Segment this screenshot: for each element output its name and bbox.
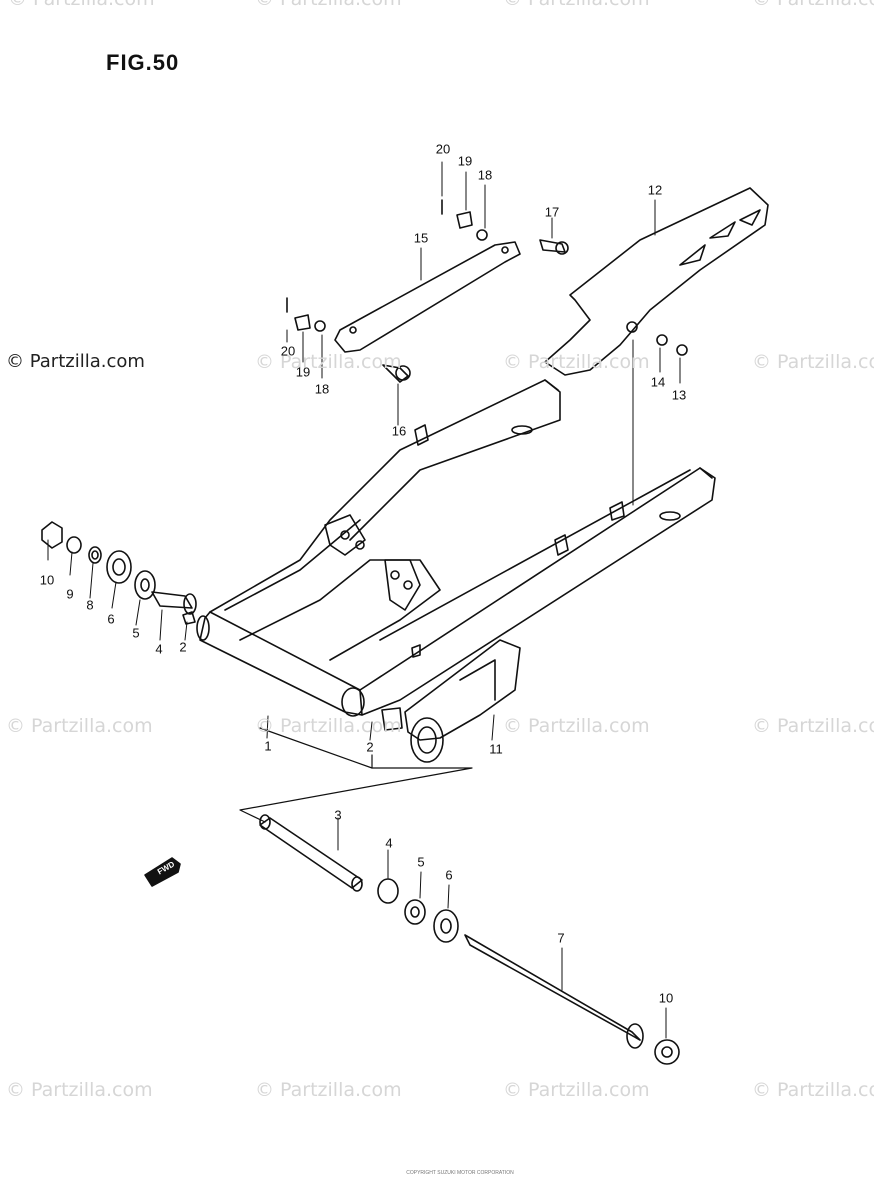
callout-label: 16 bbox=[391, 423, 407, 439]
figure-title: FIG.50 bbox=[106, 50, 180, 75]
chain-guard bbox=[544, 187, 769, 376]
pivot-parts-left bbox=[41, 521, 197, 625]
callout-label: 19 bbox=[457, 153, 473, 169]
copyright-footer: COPYRIGHT SUZUKI MOTOR CORPORATION bbox=[406, 1170, 514, 1176]
callout-label: 5 bbox=[417, 854, 425, 870]
swingarm-body bbox=[196, 379, 716, 717]
callout-label: 20 bbox=[280, 343, 296, 359]
callout-label: 4 bbox=[385, 835, 393, 851]
watermark: © Partzilla.com bbox=[6, 351, 145, 372]
callout-label: 15 bbox=[413, 230, 429, 246]
watermark: © Partzilla.com bbox=[6, 1079, 153, 1101]
callout-label: 10 bbox=[39, 572, 55, 588]
watermark: © Partzilla.com bbox=[503, 0, 650, 10]
fwd-arrow-icon bbox=[144, 857, 181, 887]
callout-label: 11 bbox=[489, 741, 503, 757]
callout-label: 13 bbox=[671, 387, 687, 403]
watermark: © Partzilla.com bbox=[255, 1079, 402, 1101]
callout-label: 20 bbox=[435, 141, 451, 157]
watermark: © Partzilla.com bbox=[503, 1079, 650, 1101]
callout-label: 7 bbox=[557, 930, 565, 946]
callout-label: 18 bbox=[477, 167, 493, 183]
watermark: © Partzilla.com bbox=[503, 351, 650, 373]
callout-label: 19 bbox=[295, 364, 311, 380]
torque-link bbox=[314, 229, 521, 353]
callout-label: 9 bbox=[66, 586, 74, 602]
watermark: © Partzilla.com bbox=[255, 715, 402, 737]
watermark: © Partzilla.com bbox=[8, 0, 155, 10]
callout-label: 1 bbox=[264, 738, 272, 754]
watermark: © Partzilla.co bbox=[752, 1079, 874, 1101]
callout-label: 10 bbox=[658, 990, 674, 1006]
small-bolts bbox=[286, 199, 688, 383]
pivot-axle-assembly bbox=[259, 814, 680, 1065]
watermark: © Partzilla.co bbox=[752, 351, 874, 373]
callout-label: 14 bbox=[650, 374, 666, 390]
callout-label: 17 bbox=[544, 204, 560, 220]
watermark: © Partzilla.co bbox=[752, 0, 874, 10]
callout-label: 18 bbox=[314, 381, 330, 397]
callout-label: 6 bbox=[107, 611, 115, 627]
callout-label: 6 bbox=[445, 867, 453, 883]
callout-label: 2 bbox=[366, 739, 374, 755]
callout-leaders bbox=[47, 161, 681, 1039]
watermark: © Partzilla.com bbox=[255, 0, 402, 10]
exploded-view-guide-lines bbox=[239, 727, 473, 823]
watermark: © Partzilla.co bbox=[752, 715, 874, 737]
chain-adjuster bbox=[381, 639, 521, 763]
callout-label: 3 bbox=[334, 807, 342, 823]
watermark: © Partzilla.com bbox=[503, 715, 650, 737]
callout-label: 5 bbox=[132, 625, 140, 641]
watermark: © Partzilla.com bbox=[255, 351, 402, 373]
callout-label: 12 bbox=[647, 182, 663, 198]
callout-label: 2 bbox=[179, 639, 187, 655]
callout-label: 8 bbox=[86, 597, 94, 613]
watermark: © Partzilla.com bbox=[6, 715, 153, 737]
callout-label: 4 bbox=[155, 641, 163, 657]
